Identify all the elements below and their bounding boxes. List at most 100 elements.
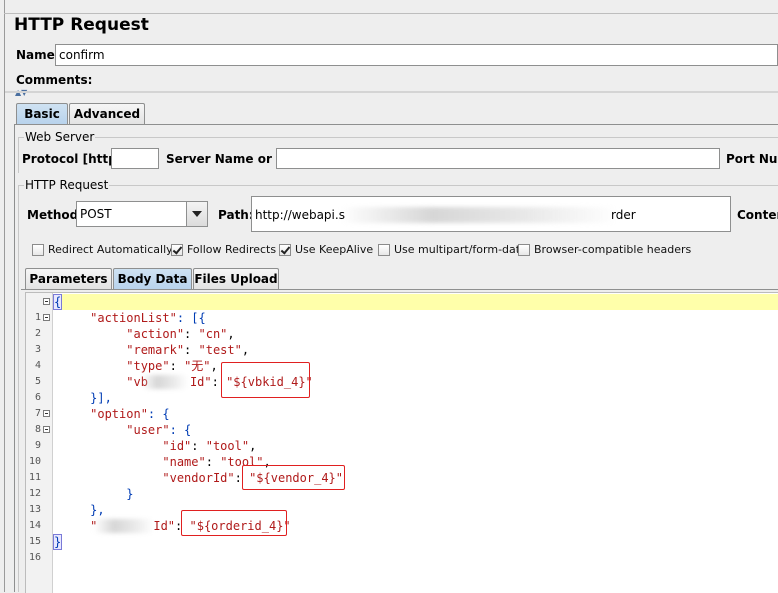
code-text: : (234, 471, 250, 485)
fold-toggle-icon[interactable] (43, 298, 50, 305)
left-border (4, 0, 5, 592)
code-text: "test" (198, 343, 242, 357)
code-text: , (210, 359, 218, 373)
code-text: }], (90, 391, 112, 405)
path-redaction (340, 207, 618, 223)
code-text: "option" (90, 407, 148, 421)
tab-files-upload[interactable]: Files Upload (193, 268, 279, 290)
code-text: : (191, 439, 206, 453)
method-value: POST (80, 207, 112, 221)
line-number: 5 (34, 376, 41, 387)
code-text: " (90, 519, 97, 533)
protocol-field[interactable] (111, 148, 159, 169)
line-number: 7 (34, 408, 41, 419)
server-label: Server Name or IP: (166, 152, 295, 166)
code-text: "name" (162, 455, 206, 469)
line-number: 10 (28, 456, 41, 467)
keepalive-label: Use KeepAlive (295, 243, 374, 256)
code-line: 1 { (26, 294, 778, 323)
http-request-divider (18, 185, 778, 186)
code-line: 9 "user": { (26, 422, 778, 451)
method-select[interactable]: POST (76, 201, 208, 227)
line-number: 13 (28, 504, 41, 515)
code-text: "action" (126, 327, 185, 341)
web-server-border-left (18, 137, 19, 173)
web-server-title: Web Server (24, 130, 96, 144)
redirect-auto-checkbox[interactable] (32, 244, 44, 256)
highlight-box (221, 362, 310, 398)
line-number: 1 (34, 312, 41, 323)
follow-redirects-checkbox[interactable] (171, 244, 183, 256)
subtab-border (21, 289, 778, 290)
line-number: 11 (28, 472, 41, 483)
path-value-end: rder (611, 208, 636, 222)
name-input[interactable] (56, 45, 777, 65)
code-text: "vendorId" (162, 471, 235, 485)
line-number: 4 (34, 360, 41, 371)
code-text: : (211, 375, 227, 389)
fold-toggle-icon[interactable] (43, 314, 50, 321)
tab-parameters[interactable]: Parameters (25, 268, 112, 290)
server-field[interactable] (276, 148, 720, 169)
name-field[interactable] (55, 44, 778, 66)
tab-body-data[interactable]: Body Data (113, 268, 192, 290)
http-request-title: HTTP Request (24, 178, 110, 192)
chevron-down-icon (192, 211, 202, 217)
path-value-start: http://webapi.s (255, 208, 345, 222)
code-line: 10 "id": "tool", (26, 438, 778, 467)
code-text: { (52, 294, 63, 310)
code-text: : { (147, 407, 170, 421)
path-field[interactable]: http://webapi.s rder (251, 196, 731, 232)
protocol-input[interactable] (112, 149, 158, 168)
line-number: 14 (28, 520, 41, 531)
tab-panel-border (14, 124, 778, 592)
method-dropdown-button[interactable] (186, 202, 207, 226)
method-label: Method: (27, 208, 83, 222)
code-text: "tool" (205, 439, 250, 453)
tab-advanced[interactable]: Advanced (69, 103, 145, 125)
line-number: 6 (34, 392, 41, 403)
code-line: 8 "option": { (26, 406, 778, 435)
tab-basic[interactable]: Basic (16, 103, 68, 125)
code-text: "${vendor_4}" (249, 471, 343, 485)
code-text: : (184, 343, 199, 357)
splitter[interactable] (5, 91, 778, 93)
server-input[interactable] (277, 149, 719, 168)
current-line-highlight (53, 294, 778, 310)
fold-toggle-icon[interactable] (43, 410, 50, 417)
code-text: : (184, 327, 199, 341)
line-number: 12 (28, 488, 41, 499)
keepalive-checkbox[interactable] (279, 244, 291, 256)
code-text: "${vbkid_4}" (226, 375, 313, 389)
code-line: 11 "name": "tool", (26, 454, 778, 483)
name-label: Name: (16, 48, 60, 62)
code-line: 14 }, (26, 502, 778, 531)
body-data-editor[interactable]: 1 { 2 "actionList": [{ 3 "action": "cn",… (25, 292, 778, 593)
code-text: "${orderid_4}" (189, 519, 291, 533)
path-label: Path: (218, 208, 254, 222)
code-text: : [{ (176, 311, 206, 325)
fold-toggle-icon[interactable] (43, 426, 50, 433)
browser-headers-label: Browser-compatible headers (534, 243, 692, 256)
browser-headers-checkbox[interactable] (518, 244, 530, 256)
comments-label: Comments: (16, 73, 93, 87)
page-title: HTTP Request (14, 15, 149, 35)
code-line: 15 "Id": "${orderid_4}" (26, 518, 778, 547)
code-text: "cn" (198, 327, 228, 341)
code-text: : { (169, 423, 192, 437)
code-text: : (205, 455, 221, 469)
code-text: } (126, 487, 134, 501)
redirect-auto-label: Redirect Automatically (48, 243, 173, 256)
code-text: Id" (153, 519, 176, 533)
code-text: , (241, 343, 250, 357)
line-number: 3 (34, 344, 41, 355)
web-server-divider (18, 137, 778, 138)
code-line: 13 } (26, 486, 778, 515)
line-number: 9 (34, 440, 41, 451)
key-redaction (94, 519, 154, 533)
code-text: "type" (126, 359, 170, 373)
code-line: 16 } (26, 534, 778, 563)
multipart-checkbox[interactable] (378, 244, 390, 256)
content-label: Conten (737, 208, 778, 222)
code-line: 2 "actionList": [{ (26, 310, 778, 339)
